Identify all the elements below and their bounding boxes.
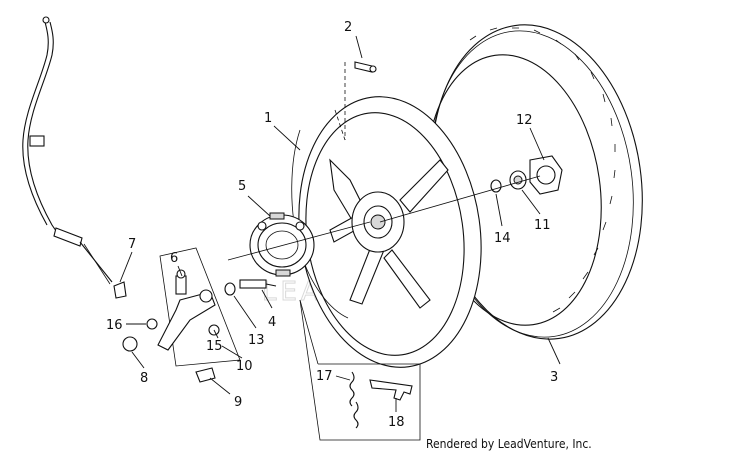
callout-1: 1 [264,111,272,126]
wheel-rim [291,96,482,368]
leader-lines [119,35,561,412]
callout-2: 2 [344,20,352,35]
valve [334,61,377,141]
spring-clip-box [299,299,421,441]
callout-numbers: 1 2 3 4 5 6 7 8 9 10 11 12 13 14 15 16 1… [106,20,558,430]
brake-arm-group [113,247,241,383]
axle-and-washer [224,221,371,296]
callout-4: 4 [268,315,276,330]
callout-13: 13 [248,333,265,348]
callout-7: 7 [128,237,136,252]
callout-11: 11 [534,218,551,233]
callout-16: 16 [106,318,123,333]
callout-3: 3 [550,370,558,385]
callout-5: 5 [238,179,246,194]
callout-10: 10 [236,359,253,374]
callout-12: 12 [516,113,533,128]
hub-parts [379,155,563,223]
callout-17: 17 [316,369,333,384]
callout-9: 9 [234,395,242,410]
callout-18: 18 [388,415,405,430]
callout-15: 15 [206,339,223,354]
brake-shoe-assembly [249,212,315,277]
brake-cable [22,16,113,285]
callout-14: 14 [494,231,511,246]
callout-6: 6 [170,251,178,266]
callout-8: 8 [140,371,148,386]
footer-credit: Rendered by LeadVenture, Inc. [426,437,592,451]
